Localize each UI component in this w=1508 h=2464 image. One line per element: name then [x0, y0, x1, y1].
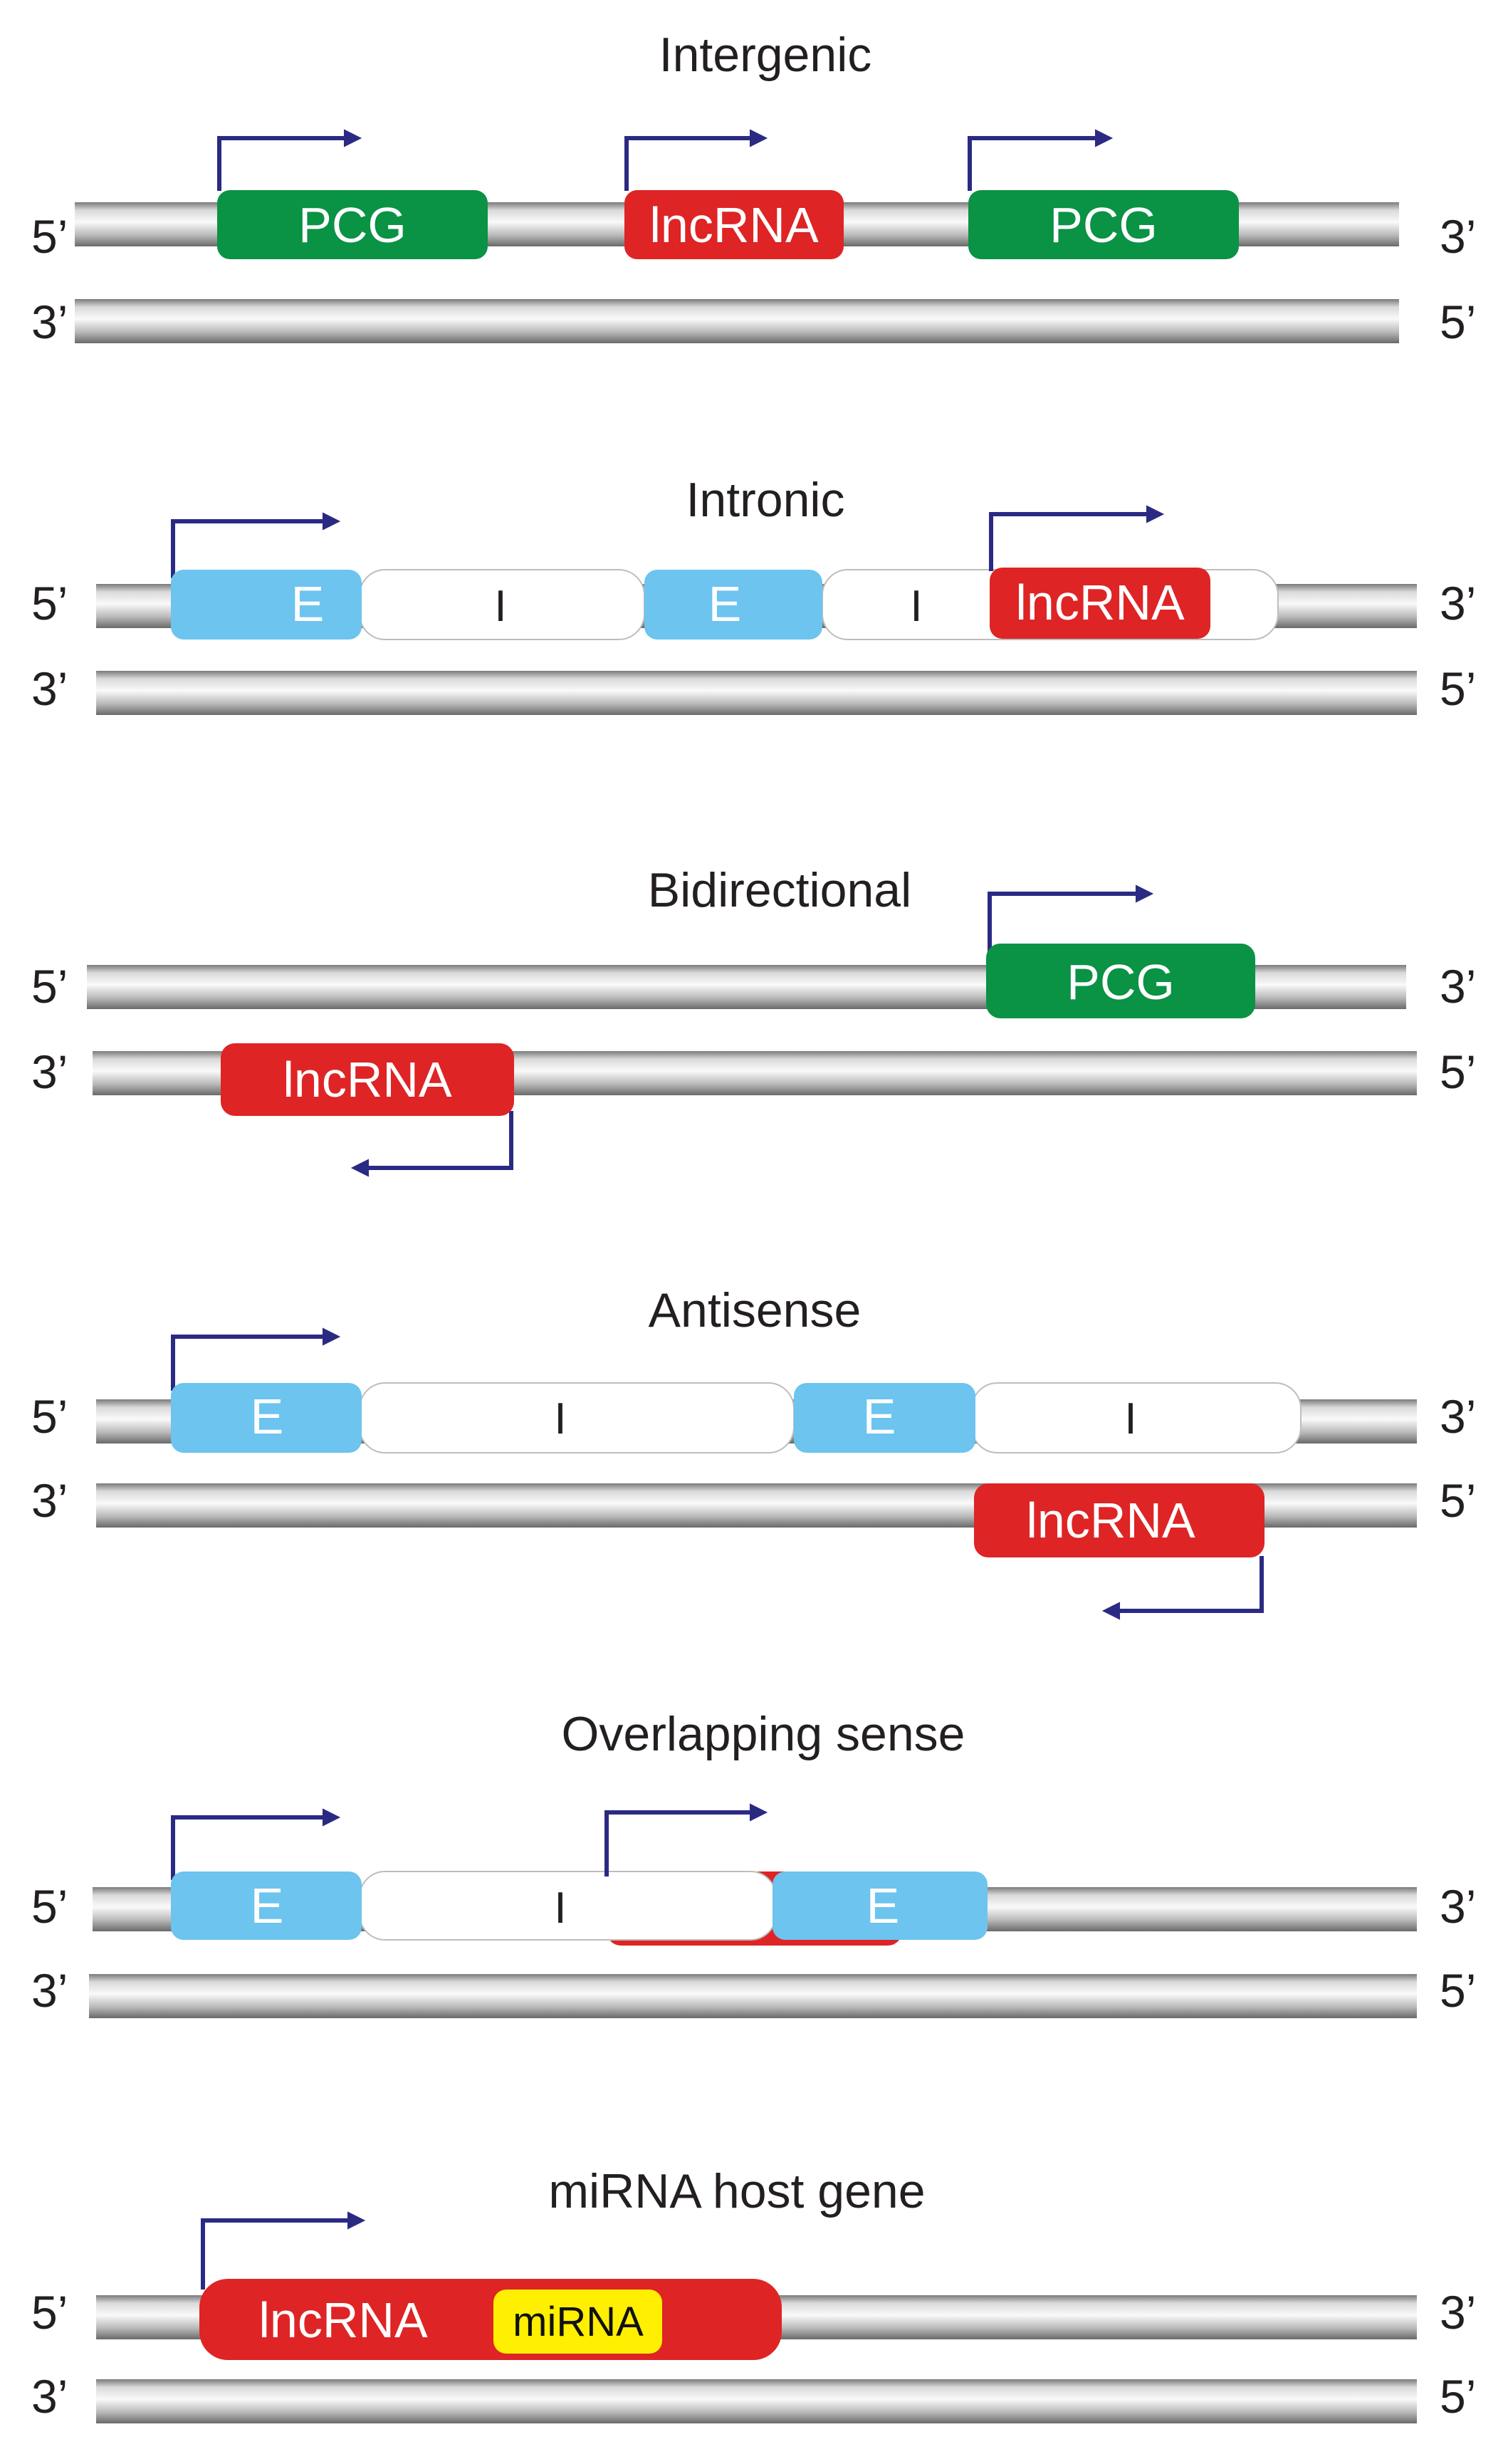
transcription-start-arrow [1101, 1556, 1264, 1620]
end-label-3prime: 3’ [1440, 1390, 1476, 1443]
end-label-5prime: 5’ [1440, 1045, 1476, 1098]
transcription-start-arrow [988, 884, 1154, 952]
end-label-5prime: 5’ [31, 577, 68, 630]
exon-label: E [251, 1878, 284, 1933]
intron-label: I [554, 1394, 566, 1444]
end-label-5prime: 5’ [1440, 1964, 1476, 2017]
exon [794, 1383, 975, 1453]
end-label-3prime: 3’ [1440, 2286, 1476, 2339]
end-label-5prime: 5’ [31, 2286, 68, 2339]
intron [359, 1871, 777, 1941]
pcg-gene [986, 944, 1255, 1018]
end-label-5prime: 5’ [31, 1390, 68, 1443]
transcription-start-arrow [171, 1327, 341, 1391]
end-label-5prime: 5’ [1440, 662, 1476, 715]
panel-overlapping-sense: Overlapping sense 5’ 3’ 3’ 5’ I E E [31, 1707, 1476, 2018]
mirna-label: miRNA [513, 2299, 644, 2345]
pcg-label: PCG [1067, 954, 1175, 1010]
end-label-3prime: 3’ [1440, 210, 1476, 263]
lncrna-label: lncRNA [649, 197, 819, 253]
transcription-start-arrow [624, 129, 768, 191]
transcription-start-arrow [350, 1111, 513, 1177]
end-label-5prime: 5’ [31, 960, 68, 1013]
transcription-start-arrow [201, 2211, 366, 2290]
end-label-3prime: 3’ [31, 1045, 68, 1098]
panel-title: Bidirectional [648, 863, 911, 917]
panel-mirna-host-gene: miRNA host gene 5’ 3’ 3’ 5’ lncRNA miRNA [31, 2164, 1476, 2423]
panel-intronic: Intronic 5’ 3’ 3’ 5’ I I E E lncRNA [31, 473, 1476, 715]
transcription-start-arrow [604, 1803, 768, 1876]
lncrna-gene [624, 190, 844, 259]
exon [171, 1872, 362, 1940]
panel-title: miRNA host gene [548, 2164, 925, 2218]
end-label-3prime: 3’ [1440, 577, 1476, 630]
exon-label: E [291, 576, 325, 632]
exon-label: E [708, 576, 742, 632]
dna-strand-bottom [89, 1974, 1417, 2018]
transcription-start-arrow [989, 505, 1165, 571]
end-label-3prime: 3’ [1440, 960, 1476, 1013]
lncrna-gene [974, 1483, 1264, 1557]
exon-label: E [866, 1878, 900, 1933]
end-label-5prime: 5’ [1440, 2370, 1476, 2423]
intron-label: I [910, 582, 922, 631]
panel-intergenic: Intergenic 5’ 3’ 3’ 5’ PCG lncRNA PCG [31, 28, 1476, 348]
exon-label: E [251, 1389, 284, 1444]
end-label-3prime: 3’ [31, 1474, 68, 1527]
lncrna-label: lncRNA [1026, 1493, 1195, 1548]
end-label-5prime: 5’ [31, 1880, 68, 1933]
mirna-region [493, 2290, 662, 2354]
intron [359, 1382, 795, 1453]
exon-label: E [863, 1389, 896, 1444]
intron-label: I [554, 1884, 566, 1933]
end-label-3prime: 3’ [31, 1964, 68, 2017]
panel-title: Intronic [686, 473, 845, 527]
lncrna-label: lncRNA [258, 2292, 428, 2348]
panel-title: Intergenic [659, 28, 872, 82]
exon [171, 1383, 362, 1453]
end-label-5prime: 5’ [1440, 296, 1476, 348]
end-label-5prime: 5’ [1440, 1474, 1476, 1527]
pcg-gene [217, 190, 488, 259]
panel-antisense: Antisense 5’ 3’ 3’ 5’ I I E E lncRNA [31, 1283, 1476, 1620]
end-label-3prime: 3’ [31, 662, 68, 715]
exon [773, 1872, 988, 1940]
exon [644, 570, 822, 640]
lncrna-gene [990, 568, 1210, 639]
transcription-start-arrow [968, 129, 1114, 191]
end-label-3prime: 3’ [31, 296, 68, 348]
panel-title: Overlapping sense [561, 1707, 965, 1761]
lncrna-gene [221, 1043, 514, 1116]
transcription-start-arrow [171, 512, 341, 578]
dna-strand-bottom [96, 671, 1417, 715]
panel-bidirectional: Bidirectional 5’ 3’ 3’ 5’ PCG lncRNA [31, 863, 1476, 1177]
transcription-start-arrow [217, 129, 362, 191]
dna-strand-bottom [75, 299, 1399, 343]
pcg-label: PCG [298, 197, 407, 253]
dna-strand-bottom [96, 2379, 1417, 2423]
panel-title: Antisense [649, 1283, 862, 1337]
end-label-3prime: 3’ [1440, 1880, 1476, 1933]
end-label-3prime: 3’ [31, 2370, 68, 2423]
intron-label: I [494, 582, 506, 631]
end-label-5prime: 5’ [31, 210, 68, 263]
pcg-label: PCG [1049, 197, 1158, 253]
exon [171, 570, 362, 640]
transcription-start-arrow [171, 1808, 341, 1880]
lncrna-label: lncRNA [283, 1052, 452, 1107]
pcg-gene [968, 190, 1239, 259]
intron-label: I [1124, 1394, 1136, 1444]
lncrna-label: lncRNA [1015, 575, 1185, 630]
